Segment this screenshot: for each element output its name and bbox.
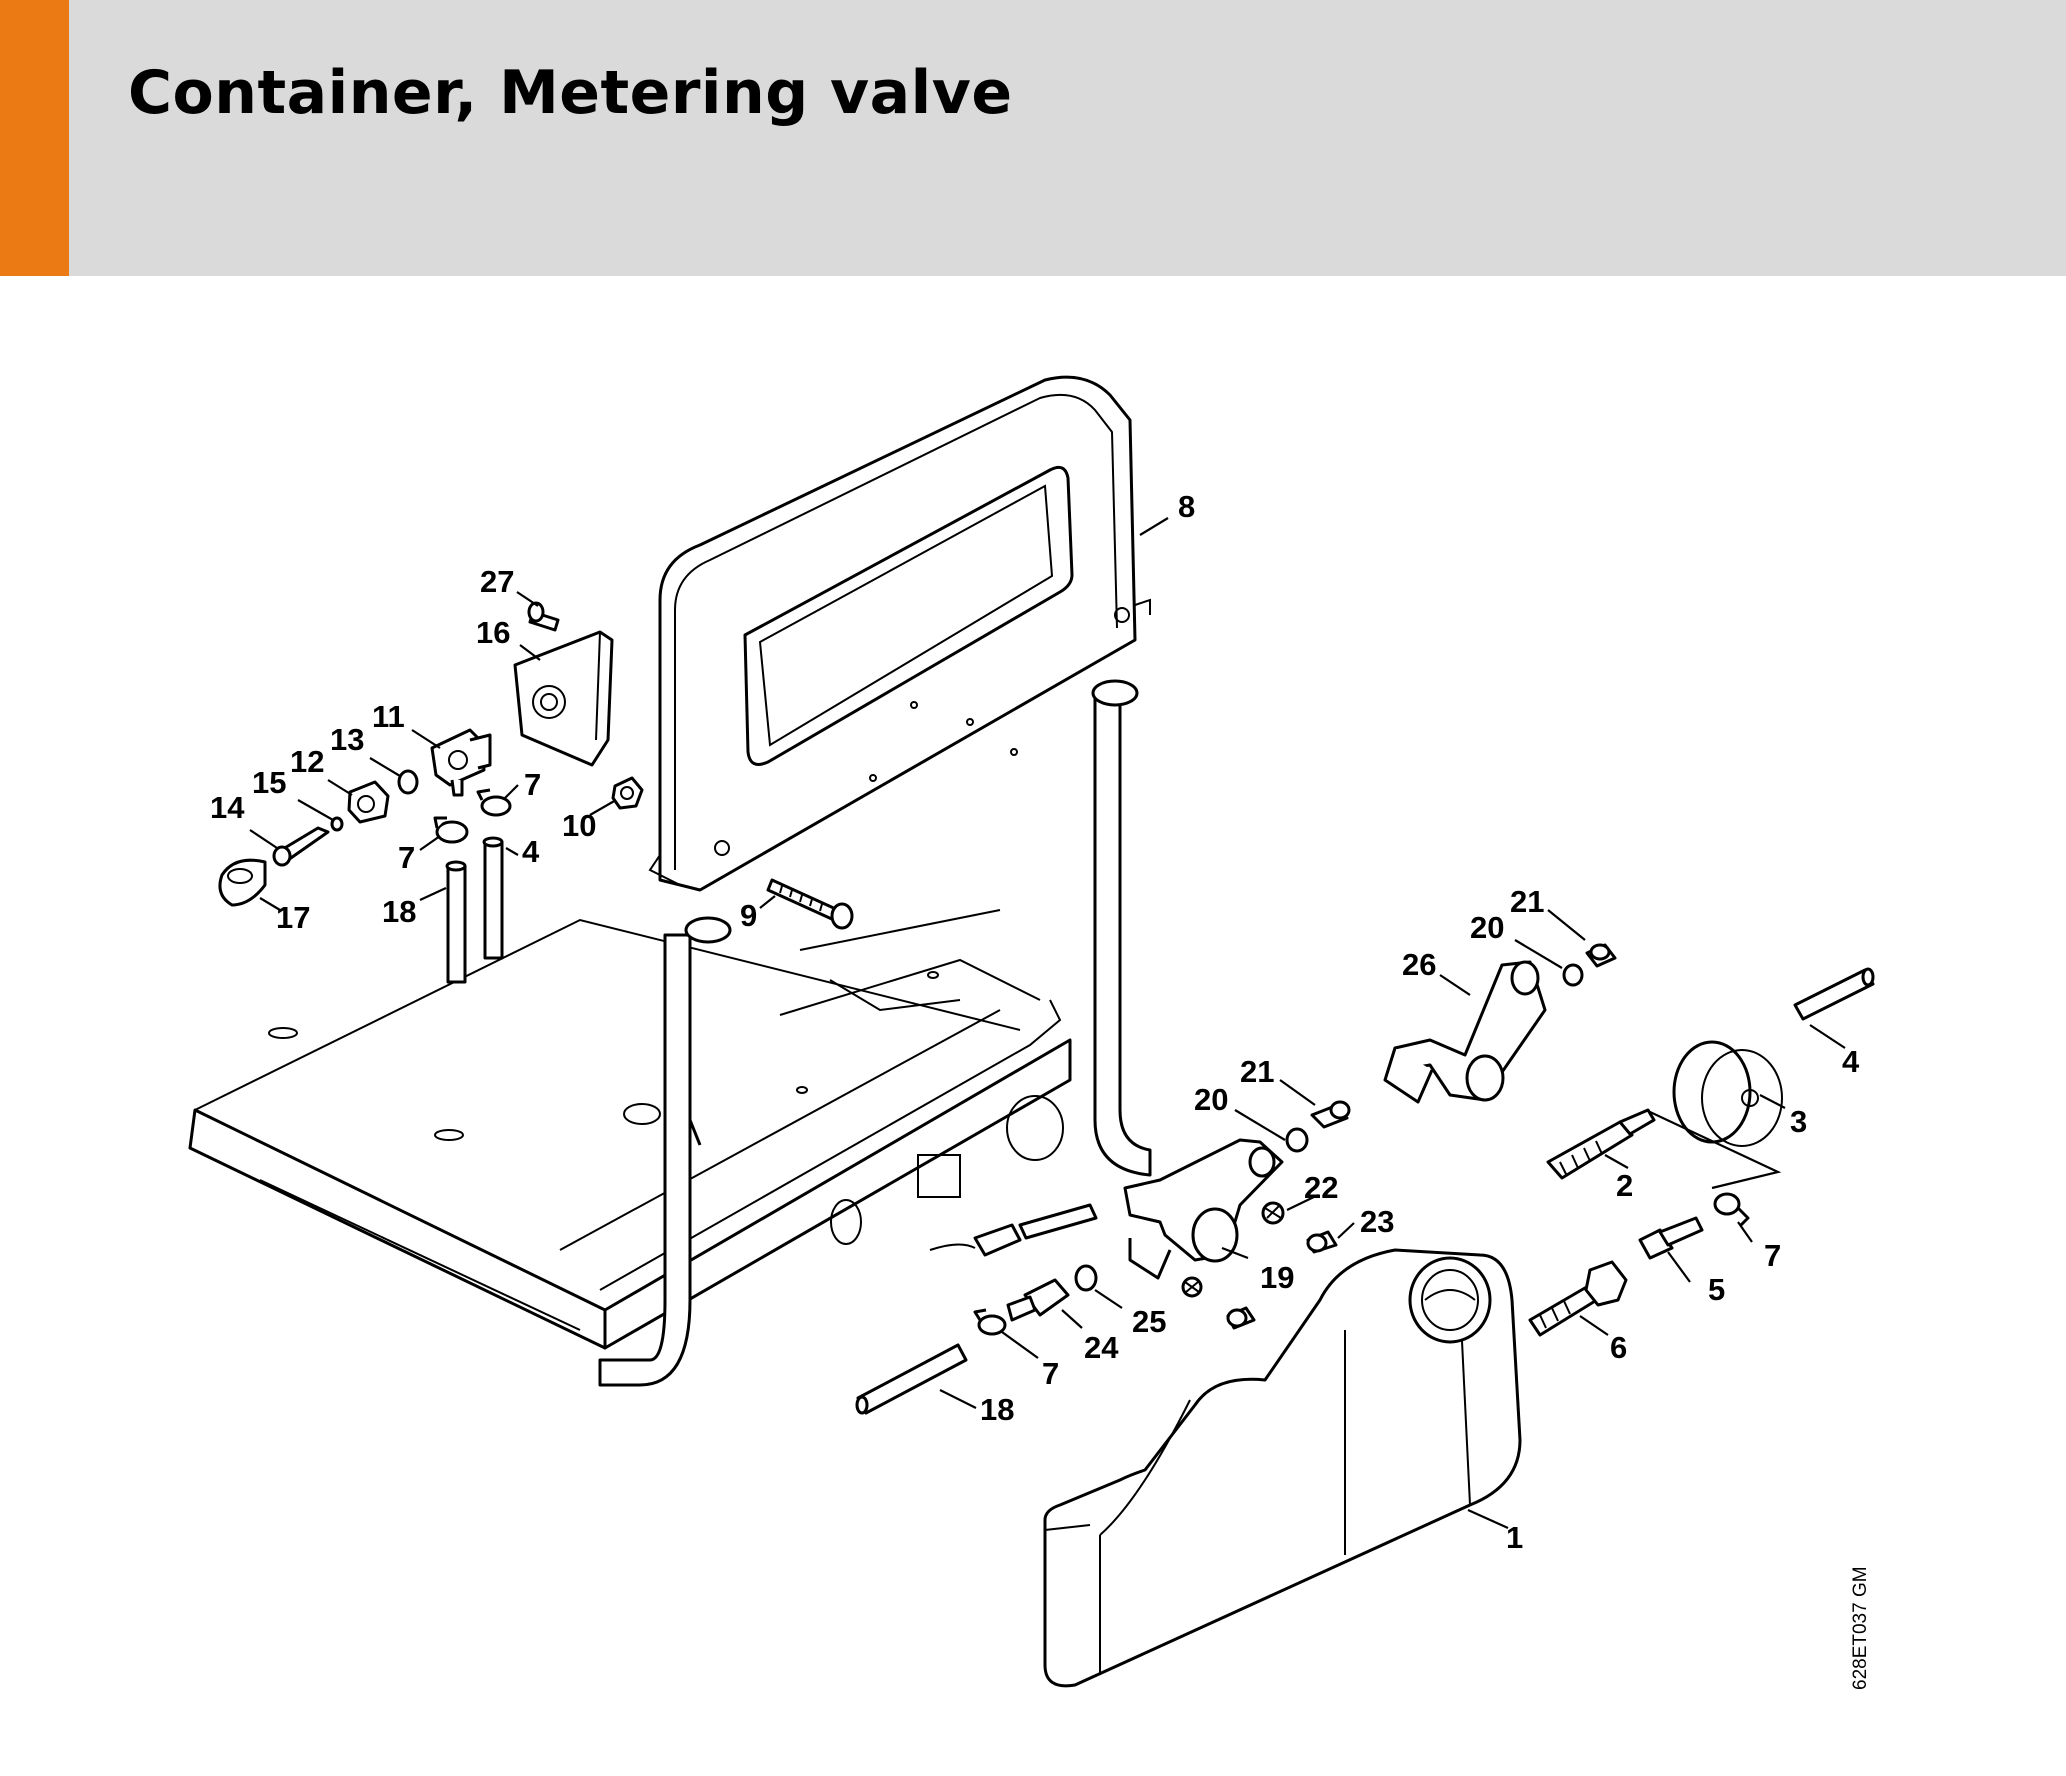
callout-11: 11: [372, 699, 405, 734]
sensor-wire: [929, 1203, 1098, 1257]
part-23-screw-lower: [1226, 1306, 1256, 1330]
part-10-nut: [611, 776, 644, 810]
part-9-bolt: [766, 878, 854, 930]
callout-21-upper: 21: [1510, 884, 1544, 919]
callout-4-upper: 4: [522, 834, 540, 869]
part-27-screw: [527, 601, 560, 632]
part-18-tube-upper: [445, 860, 467, 984]
part-7-clamp-upper: [476, 788, 512, 817]
callout-17: 17: [276, 900, 310, 935]
part-22-screen-lower: [1181, 1276, 1203, 1298]
callout-18-upper: 18: [382, 894, 416, 929]
callout-4-right: 4: [1842, 1044, 1860, 1079]
part-22-screen: [1261, 1201, 1285, 1225]
part-5-connector: [1638, 1216, 1704, 1260]
part-13-oring: [397, 769, 419, 795]
accent-bar: [0, 0, 69, 276]
callout-19: 19: [1260, 1260, 1294, 1295]
callout-23: 23: [1360, 1204, 1394, 1239]
callout-7-right: 7: [1764, 1238, 1781, 1273]
part-20-washer-upper: [1562, 963, 1584, 987]
part-11-valve: [430, 728, 492, 797]
callout-18-lower: 18: [980, 1392, 1014, 1427]
part-18-tube-lower: [855, 1343, 968, 1415]
callout-15: 15: [252, 765, 286, 800]
part-16-bracket: [513, 630, 614, 767]
callout-8: 8: [1178, 489, 1195, 524]
diagram-reference-code: 628ET037 GM: [1850, 1566, 1871, 1690]
callout-2: 2: [1616, 1168, 1633, 1203]
callout-7-lower: 7: [398, 840, 415, 875]
callout-22: 22: [1304, 1170, 1338, 1205]
base-frame: [188, 909, 1072, 1350]
callout-25: 25: [1132, 1304, 1166, 1339]
callout-13: 13: [330, 722, 364, 757]
header-band: [0, 0, 2066, 276]
part-17-knob: [218, 858, 267, 907]
part-6-hose-nipple: [1528, 1260, 1628, 1337]
handle-tube: [598, 679, 1152, 1387]
callout-14: 14: [210, 790, 245, 825]
callout-10: 10: [562, 808, 596, 843]
callout-27: 27: [480, 564, 514, 599]
part-25-oring: [1074, 1264, 1098, 1292]
callout-26: 26: [1402, 947, 1436, 982]
part-26-distributor: [1383, 960, 1547, 1104]
callout-20-middle: 20: [1194, 1082, 1228, 1117]
part-8-handle-panel: [648, 375, 1151, 892]
part-1-container: [1043, 1248, 1522, 1688]
callout-21-middle: 21: [1240, 1054, 1274, 1089]
callout-labels: 8 27 16 11 13 12 15 14 7 7 10 4 18 17 9 …: [210, 489, 1860, 1555]
callout-7-upper: 7: [524, 767, 541, 802]
part-4-tube-upper: [482, 836, 504, 960]
part-20-washer-middle: [1285, 1127, 1309, 1153]
leader-lines: [249, 517, 1846, 1530]
part-24-nipple: [1006, 1278, 1070, 1322]
part-21-screw-middle: [1310, 1100, 1351, 1129]
part-7-clamp-lower: [433, 816, 469, 844]
callout-9: 9: [740, 898, 757, 933]
page-title: Container, Metering valve: [128, 58, 1013, 128]
part-3-cap: [1672, 1040, 1783, 1147]
callout-5: 5: [1708, 1272, 1725, 1307]
callout-24: 24: [1084, 1330, 1119, 1365]
part-4-tube-right: [1793, 967, 1875, 1021]
part-21-screw-upper: [1585, 943, 1617, 968]
callout-3: 3: [1790, 1104, 1807, 1139]
callout-16: 16: [476, 615, 510, 650]
part-7-clamp-right: [1713, 1192, 1750, 1228]
part-23-screw: [1306, 1230, 1338, 1254]
callout-20-upper: 20: [1470, 910, 1504, 945]
callout-1: 1: [1506, 1520, 1523, 1555]
part-2-spindle: [1546, 1108, 1656, 1180]
part-14-needle: [272, 826, 330, 867]
callout-6: 6: [1610, 1330, 1627, 1365]
part-19-distributor: [1123, 1138, 1284, 1280]
callout-7-bottom: 7: [1042, 1356, 1059, 1391]
part-12-nut: [347, 780, 390, 824]
part-7-clamp-bottom: [973, 1308, 1007, 1336]
callout-12: 12: [290, 744, 324, 779]
part-15-ring: [330, 816, 344, 832]
